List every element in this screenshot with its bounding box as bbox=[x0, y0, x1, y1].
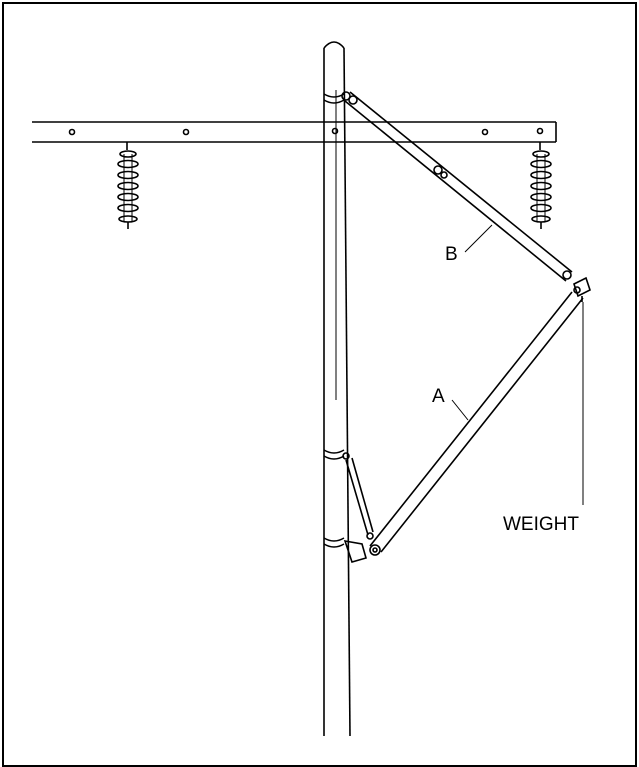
left-insulator bbox=[117, 142, 139, 229]
label-weight: WEIGHT bbox=[503, 514, 579, 535]
label-b: B bbox=[445, 244, 458, 265]
brace-b bbox=[344, 91, 573, 282]
brace-a bbox=[369, 291, 584, 553]
utility-pole bbox=[323, 41, 351, 737]
crossarm bbox=[32, 121, 557, 143]
leader-b bbox=[464, 224, 493, 253]
label-a: A bbox=[432, 386, 445, 407]
lower-strut bbox=[345, 457, 374, 540]
top-band bbox=[323, 91, 358, 105]
lower-band bbox=[323, 537, 381, 563]
middle-band bbox=[323, 449, 350, 460]
right-insulator bbox=[530, 142, 552, 229]
leader-lines bbox=[451, 224, 584, 505]
leader-a bbox=[451, 399, 469, 421]
